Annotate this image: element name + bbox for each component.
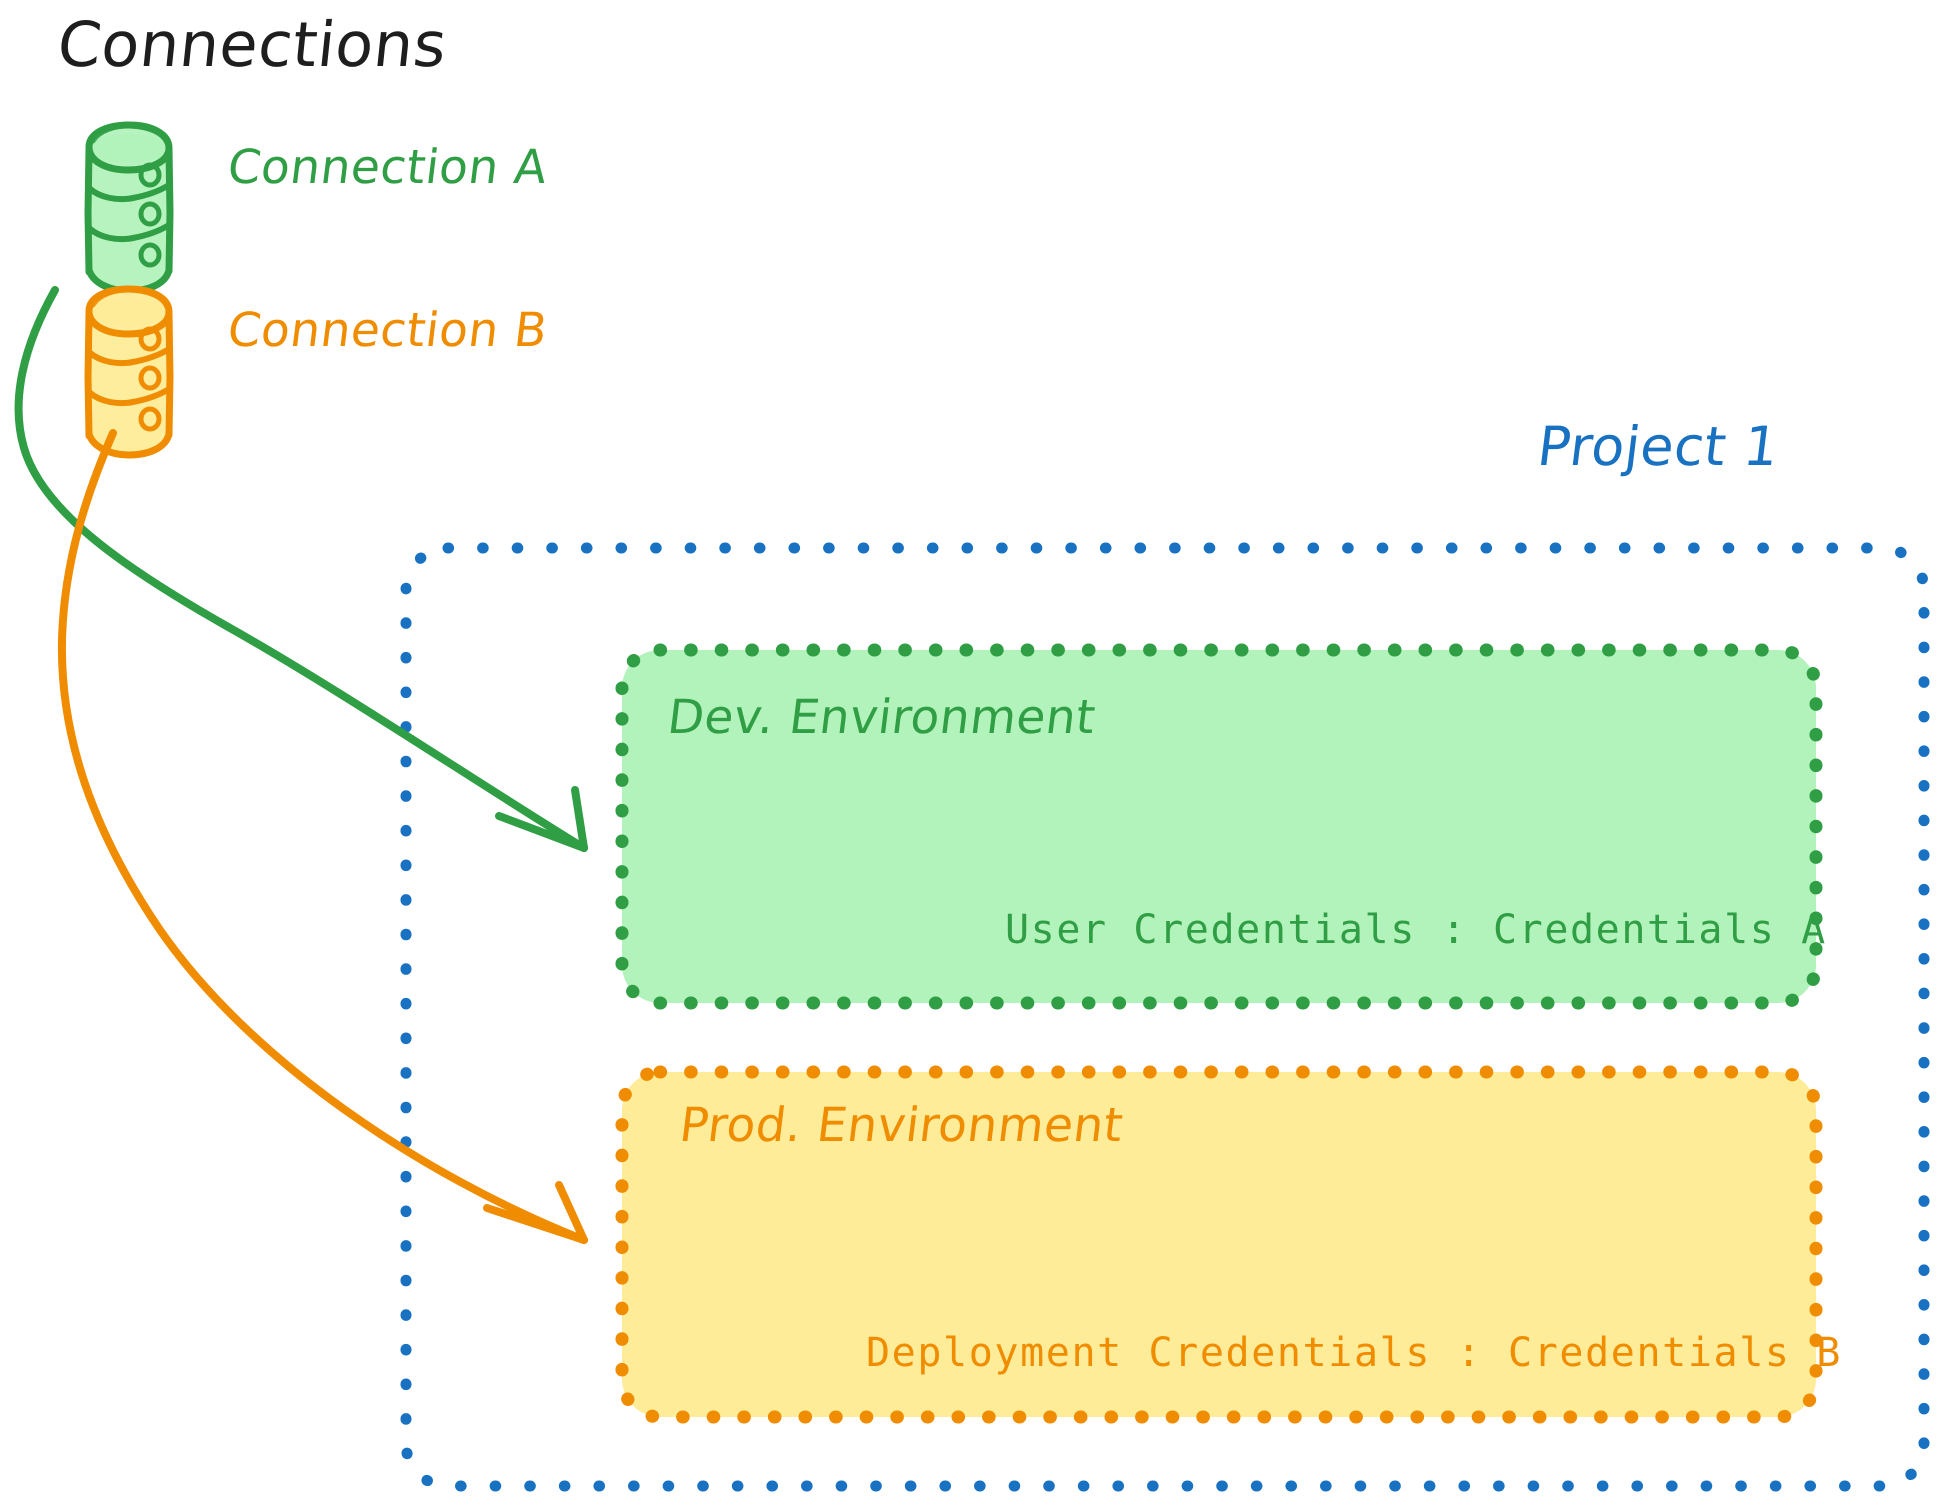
connection-a-label[interactable]: Connection A	[224, 140, 551, 195]
prod-environment-fill	[622, 1072, 1816, 1417]
connection-b-label[interactable]: Connection B	[224, 303, 551, 358]
prod-environment-box[interactable]	[615, 1065, 1823, 1424]
dev-environment-fill	[622, 650, 1816, 1003]
arrow-connection-b-to-prod	[57, 429, 588, 1244]
prod-environment-title: Prod. Environment	[676, 1098, 1127, 1153]
dev-environment-box[interactable]	[615, 643, 1823, 1010]
page-title: Connections	[54, 8, 451, 81]
dev-environment-credentials: User Credentials : Credentials A	[1005, 907, 1827, 953]
prod-environment-dotted-border	[615, 1065, 1823, 1424]
dev-environment-title: Dev. Environment	[664, 690, 1099, 745]
arrow-line-green	[14, 286, 588, 852]
arrow-head-orange-upper	[555, 1181, 588, 1244]
prod-environment-credentials: Deployment Credentials : Credentials B	[866, 1330, 1842, 1376]
database-icon-connection-b[interactable]	[84, 285, 174, 459]
arrow-head-green-upper	[571, 786, 588, 852]
arrow-head-green-lower	[495, 812, 588, 852]
dev-environment-dotted-border	[615, 643, 1823, 1010]
arrow-line-orange	[57, 429, 588, 1244]
arrow-connection-a-to-dev	[14, 286, 588, 852]
database-icon-connection-a[interactable]	[84, 121, 174, 295]
arrow-head-orange-lower	[483, 1204, 588, 1244]
project-1-label: Project 1	[1534, 415, 1783, 478]
